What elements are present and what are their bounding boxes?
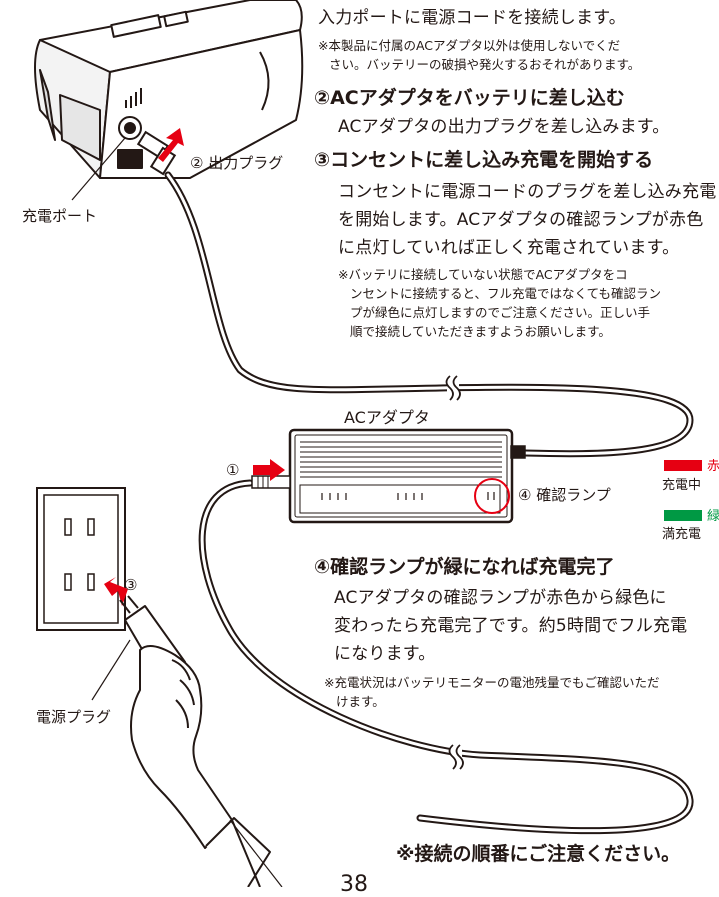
- step4-note-line2: けます。: [336, 694, 385, 709]
- arrow-step3: [104, 577, 128, 606]
- step4-text-line3: になります。: [334, 644, 436, 664]
- cables: [164, 171, 694, 835]
- step3-text-line1: コンセントに電源コードのプラグを差し込み充電: [338, 182, 717, 202]
- step4-note-line1: ※充電状況はバッテリモニターの電池残量でもご確認いただ: [324, 675, 660, 690]
- step3-note-line4: 順で接続していただきますようお願いします。: [350, 324, 611, 339]
- output-plug-label: ② 出力プラグ: [190, 154, 284, 172]
- step3-text-line3: に点灯していれば正しく充電されています。: [338, 238, 680, 258]
- cable-break-lower: [448, 744, 464, 770]
- legend-red-char: 赤: [707, 459, 719, 474]
- step1-note-line2: さい。バッテリーの破損や発火するおそれがあります。: [329, 57, 641, 72]
- step4-heading: ④確認ランプが緑になれば充電完了: [314, 556, 615, 578]
- step4-text-line2: 変わったら充電完了です。約5時間でフル充電: [334, 616, 688, 636]
- ac-adapter: [251, 428, 526, 524]
- legend-full-label: 満充電: [662, 527, 702, 542]
- power-plug-and-hand: [119, 595, 271, 887]
- legend-green-char: 緑: [707, 509, 719, 524]
- power-plug-label: 電源プラグ: [36, 708, 112, 726]
- step1-text: 入力ポートに電源コードを接続します。: [318, 8, 626, 28]
- step3-note-line3: プが緑色に点灯しますのでご注意ください。正しい手: [350, 305, 651, 320]
- step2-heading: ②ACアダプタをバッテリに差し込む: [314, 87, 625, 109]
- lamp-label: ④ 確認ランプ: [518, 486, 611, 504]
- step3-note-line2: ンセントに接続すると、フル充電ではなくても確認ラン: [350, 286, 662, 301]
- step2-text: ACアダプタの出力プラグを差し込みます。: [338, 117, 670, 137]
- footer-note: ※接続の順番にご注意ください。: [396, 843, 681, 865]
- step3-heading: ③コンセントに差し込み充電を開始する: [314, 149, 654, 171]
- legend-green-swatch: [664, 510, 702, 521]
- wall-outlet: [36, 487, 126, 631]
- legend-red-swatch: [664, 460, 702, 471]
- page-number: 38: [340, 872, 368, 897]
- step3-text-line2: を開始します。ACアダプタの確認ランプが赤色: [338, 210, 704, 230]
- marker-1: ①: [226, 461, 240, 479]
- charge-port-leader: [71, 137, 126, 201]
- step1-note-line1: ※本製品に付属のACアダプタ以外は使用しないでくだ: [318, 38, 621, 53]
- power-plug-leader: [91, 639, 131, 701]
- cable-break-upper: [445, 375, 461, 401]
- charge-port-label: 充電ポート: [22, 207, 98, 225]
- step4-text-line1: ACアダプタの確認ランプが赤色から緑色に: [334, 588, 667, 608]
- decorative-line: [229, 819, 283, 887]
- marker-3: ③: [124, 576, 138, 594]
- lamp-highlight-circle: [474, 478, 510, 514]
- legend-charging-label: 充電中: [662, 478, 702, 493]
- arrow-step1: [253, 459, 285, 481]
- step3-note-line1: ※バッテリに接続していない状態でACアダプタをコ: [338, 267, 628, 282]
- arrow-step2: [158, 128, 184, 162]
- ac-adapter-label: ACアダプタ: [344, 408, 430, 427]
